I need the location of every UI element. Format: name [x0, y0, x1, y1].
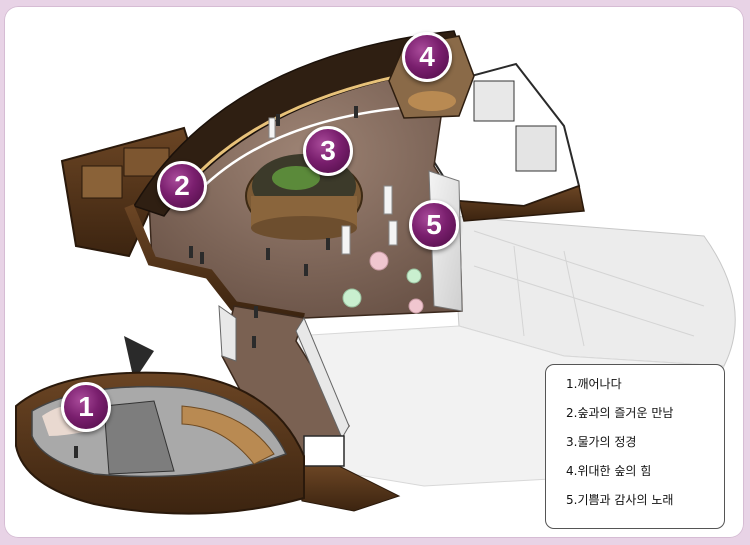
marker-4: 4 — [402, 32, 452, 82]
exhibit-room-1-curved-bench — [181, 405, 275, 465]
marker-1: 1 — [61, 382, 111, 432]
marker-3-number: 3 — [320, 135, 336, 166]
floor-plan-illustration — [15, 30, 736, 515]
cafe-table — [369, 251, 389, 271]
right-building-room — [473, 80, 515, 122]
cafe-table — [406, 268, 422, 284]
legend-item-2: 2.숲과의 즐거운 만남 — [566, 406, 674, 420]
marker-1-number: 1 — [78, 391, 94, 422]
walkway-wall-light — [295, 316, 350, 440]
marker-5-number: 5 — [426, 209, 442, 240]
pavilion-greenery — [272, 166, 320, 190]
white-rail-arc — [198, 104, 425, 192]
terrace-lines — [473, 230, 705, 347]
pillars — [268, 117, 398, 255]
walkway-wall-dark — [124, 336, 154, 381]
legend-box: 1.깨어나다 2.숲과의 즐거운 만남 3.물가의 정경 4.위대한 숲의 힘 … — [545, 364, 725, 529]
exhibit-room-4-counter — [408, 91, 456, 111]
exhibit-room-1-inner-wall — [103, 400, 175, 475]
pavilion-base — [251, 216, 357, 240]
left-building-room — [81, 165, 123, 199]
marker-5: 5 — [409, 200, 459, 250]
cafe-table — [408, 298, 424, 314]
floor-plan-frame: 1 2 3 4 5 1.깨어나다 2.숲과의 즐거운 만남 3.물가의 정경 4… — [4, 6, 744, 538]
right-building-room — [515, 125, 557, 172]
lower-step-light — [303, 435, 345, 467]
right-building-wall — [458, 184, 585, 222]
legend-item-4: 4.위대한 숲의 힘 — [566, 464, 652, 478]
marker-2: 2 — [157, 161, 207, 211]
cafe-table — [342, 288, 362, 308]
legend-item-3: 3.물가의 정경 — [566, 435, 637, 449]
walkway-wall-light — [218, 304, 237, 362]
marker-3: 3 — [303, 126, 353, 176]
marker-2-number: 2 — [174, 170, 190, 201]
marker-4-number: 4 — [419, 41, 435, 72]
legend-item-5: 5.기쁨과 감사의 노래 — [566, 493, 674, 507]
legend-item-1: 1.깨어나다 — [566, 377, 622, 391]
visitor-figures — [74, 106, 358, 458]
